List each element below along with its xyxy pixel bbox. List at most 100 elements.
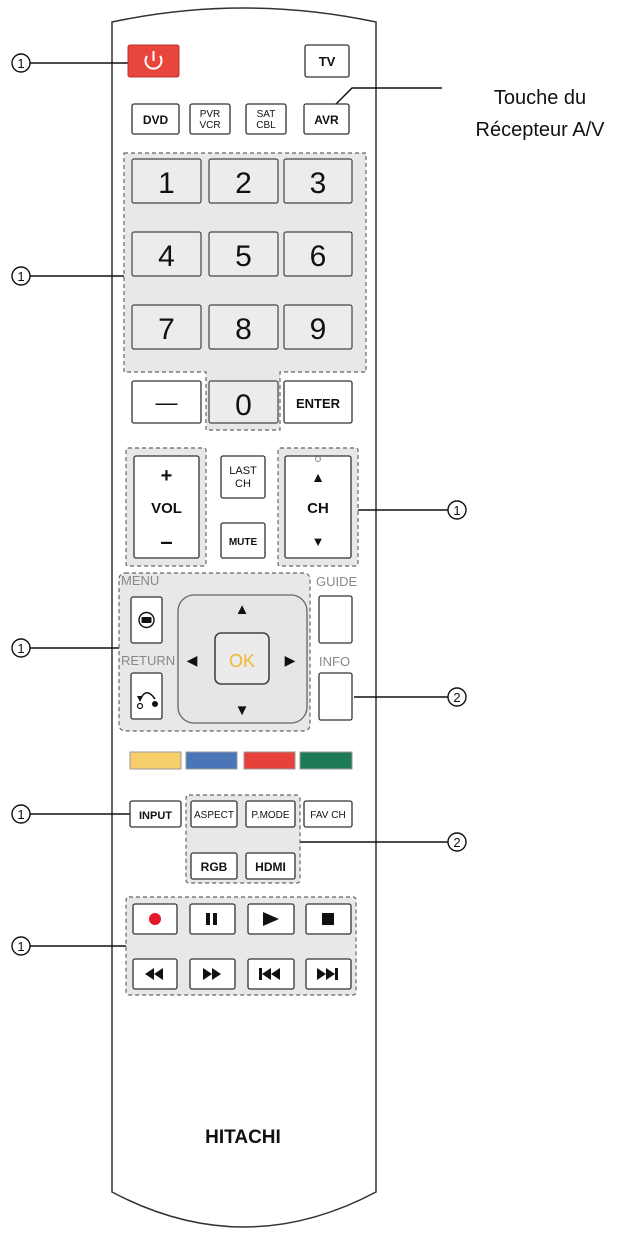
fav-ch-button[interactable]	[303, 800, 353, 828]
pause-button[interactable]	[189, 903, 236, 935]
fast-forward-icon	[203, 968, 221, 980]
transport-group	[125, 896, 357, 996]
sat-cbl-button[interactable]	[245, 103, 287, 135]
annotation-line-2: Récepteur A/V	[476, 119, 606, 141]
yellow-key[interactable]	[129, 751, 182, 770]
last-ch-label: CH	[235, 478, 251, 490]
fav-ch-label: FAV CH	[310, 810, 345, 821]
pvr-label: PVR	[200, 109, 221, 120]
guide-label: GUIDE	[316, 574, 358, 589]
hdmi-label: HDMI	[255, 860, 286, 874]
arrow-right-button[interactable]: ▶	[285, 652, 296, 668]
input-label: INPUT	[139, 810, 172, 822]
vol-plus-label: +	[161, 465, 173, 487]
ch-down-icon: ▼	[312, 534, 325, 549]
guide-button[interactable]	[318, 595, 353, 644]
brand-logo: HITACHI	[205, 1127, 281, 1148]
info-label: INFO	[319, 654, 350, 669]
numpad-group	[123, 152, 367, 431]
digit-label-1: 1	[158, 167, 175, 200]
rewind-icon	[145, 968, 163, 980]
digit-button-2[interactable]	[208, 158, 279, 204]
callout-marker-6	[11, 804, 31, 824]
digit-label-3: 3	[310, 167, 327, 200]
dvd-label: DVD	[143, 113, 169, 127]
sat-label: SAT	[257, 109, 276, 120]
pvr-vcr-button[interactable]	[189, 103, 231, 135]
blue-key[interactable]	[185, 751, 238, 770]
digit-button-7[interactable]	[131, 304, 202, 350]
avr-button[interactable]	[303, 103, 350, 135]
callout-number: 1	[17, 56, 24, 71]
digit-label-5: 5	[235, 240, 252, 273]
info-button[interactable]	[318, 672, 353, 721]
callout-marker-2	[11, 266, 31, 286]
pause-icon	[206, 913, 217, 925]
callout-number: 1	[453, 503, 460, 518]
arrow-left-button[interactable]: ◀	[187, 652, 198, 668]
rgb-button[interactable]	[190, 852, 238, 880]
callout-marker-4	[11, 638, 31, 658]
red-key[interactable]	[243, 751, 296, 770]
callout-marker-7	[447, 832, 467, 852]
mute-label: MUTE	[229, 537, 258, 548]
dash-button[interactable]	[131, 380, 202, 424]
last-ch-button[interactable]	[220, 455, 266, 499]
arrow-up-button[interactable]: ▲	[235, 601, 250, 618]
dash-label: —	[156, 390, 178, 415]
digit-button-1[interactable]	[131, 158, 202, 204]
vol-minus-label: –	[160, 529, 172, 554]
annotation-line-1: Touche du	[494, 87, 586, 109]
enter-label: ENTER	[296, 396, 341, 411]
callout-number: 1	[17, 269, 24, 284]
digit-label-9: 9	[310, 313, 327, 346]
callout-marker-5	[447, 687, 467, 707]
input-button[interactable]	[129, 800, 182, 828]
menu-icon	[138, 611, 155, 629]
vol-label: VOL	[151, 500, 182, 517]
return-icon	[136, 691, 158, 710]
return-button[interactable]	[130, 672, 163, 720]
callout-number: 1	[17, 939, 24, 954]
digit-label-2: 2	[235, 167, 252, 200]
rgb-label: RGB	[201, 860, 228, 874]
callout-number: 1	[17, 641, 24, 656]
digit-label-4: 4	[158, 240, 175, 273]
tv-label: TV	[319, 54, 336, 69]
volume-rocker[interactable]	[133, 455, 200, 559]
digit-button-4[interactable]	[131, 231, 202, 277]
last-label: LAST	[229, 465, 257, 477]
cbl-label: CBL	[256, 120, 276, 131]
green-key[interactable]	[299, 751, 353, 770]
hdmi-button[interactable]	[245, 852, 296, 880]
stop-icon	[322, 913, 334, 925]
digit-button-8[interactable]	[208, 304, 279, 350]
digit-label-7: 7	[158, 313, 175, 346]
pmode-label: P.MODE	[251, 810, 289, 821]
digit-button-9[interactable]	[283, 304, 353, 350]
aspect-label: ASPECT	[194, 810, 234, 821]
callouts: 1 1 1 1 2 1 2 1	[11, 53, 467, 956]
ok-button[interactable]	[214, 632, 270, 685]
digit-button-5[interactable]	[208, 231, 279, 277]
led-indicator	[315, 456, 321, 462]
pmode-button[interactable]	[245, 800, 296, 828]
digit-label-6: 6	[310, 240, 327, 273]
play-icon	[263, 912, 279, 926]
aspect-button[interactable]	[190, 800, 238, 828]
ch-label: CH	[307, 500, 329, 517]
digit-button-3[interactable]	[283, 158, 353, 204]
arrow-down-button[interactable]: ▼	[235, 702, 250, 719]
dvd-button[interactable]	[131, 103, 180, 135]
tv-button[interactable]	[304, 44, 350, 78]
digit-button-6[interactable]	[283, 231, 353, 277]
callout-marker-3	[447, 500, 467, 520]
enter-button[interactable]	[283, 380, 353, 424]
callout-number: 1	[17, 807, 24, 822]
skip-forward-icon	[317, 968, 338, 980]
callout-marker-1	[11, 53, 31, 73]
digit-button-0[interactable]	[208, 380, 279, 424]
mute-button[interactable]	[220, 522, 266, 559]
ok-label: OK	[229, 651, 255, 671]
